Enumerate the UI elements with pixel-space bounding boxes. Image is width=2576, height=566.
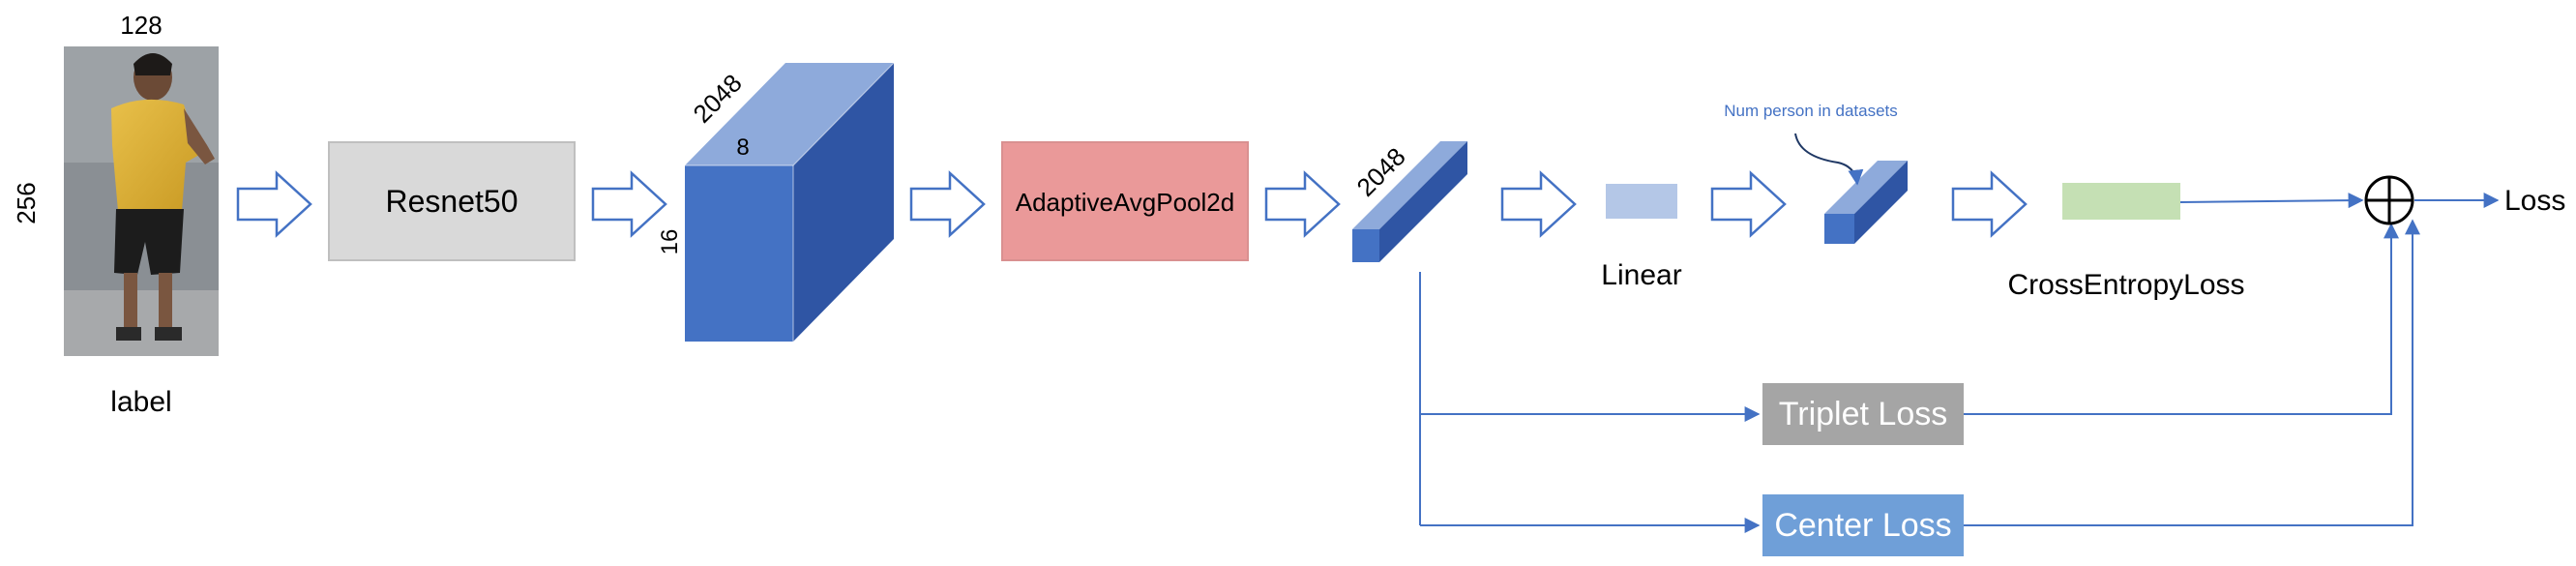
sum-node-icon [2364, 175, 2414, 225]
flow-arrow-3 [909, 170, 986, 238]
ce-to-sum-connector [2179, 193, 2364, 209]
feature-map-height-label: 16 [657, 229, 683, 255]
flow-arrow-1 [236, 170, 312, 238]
input-width-label: 128 [120, 11, 162, 40]
triplet-to-sum-connector [1964, 223, 2399, 415]
adaptive-avg-pool-label: AdaptiveAvgPool2d [1016, 188, 1234, 217]
feature-map-cube [685, 62, 895, 342]
center-to-sum-connector [1964, 219, 2420, 526]
branch-to-triplet-connector [1419, 272, 1761, 422]
input-height-label: 256 [12, 182, 41, 223]
cross-entropy-label: CrossEntropyLoss [2007, 269, 2244, 301]
flow-arrow-2 [591, 170, 667, 238]
pooled-feature-vector [1352, 141, 1467, 262]
num-person-pointer [1794, 133, 1864, 186]
input-person-image [64, 46, 219, 356]
resnet50-block [328, 141, 576, 261]
feature-map-width-label: 8 [736, 134, 749, 161]
classifier-output-vector [1824, 161, 1908, 244]
output-loss-label: Loss [2504, 185, 2565, 217]
adaptive-avg-pool-block [1001, 141, 1249, 261]
flow-arrow-7 [1951, 170, 2028, 238]
linear-label: Linear [1601, 259, 1681, 291]
input-caption: label [110, 386, 171, 418]
resnet50-label: Resnet50 [386, 184, 518, 219]
flow-arrow-5 [1500, 170, 1577, 238]
triplet-loss-block [1762, 383, 1964, 445]
linear-layer [1606, 184, 1677, 219]
num-person-annotation: Num person in datasets [1724, 102, 1898, 120]
flow-arrow-6 [1710, 170, 1787, 238]
center-loss-block [1762, 494, 1964, 556]
cross-entropy-block [2062, 183, 2180, 220]
flow-arrow-4 [1264, 170, 1341, 238]
triplet-loss-label: Triplet Loss [1779, 396, 1947, 432]
center-loss-label: Center Loss [1774, 507, 1951, 544]
